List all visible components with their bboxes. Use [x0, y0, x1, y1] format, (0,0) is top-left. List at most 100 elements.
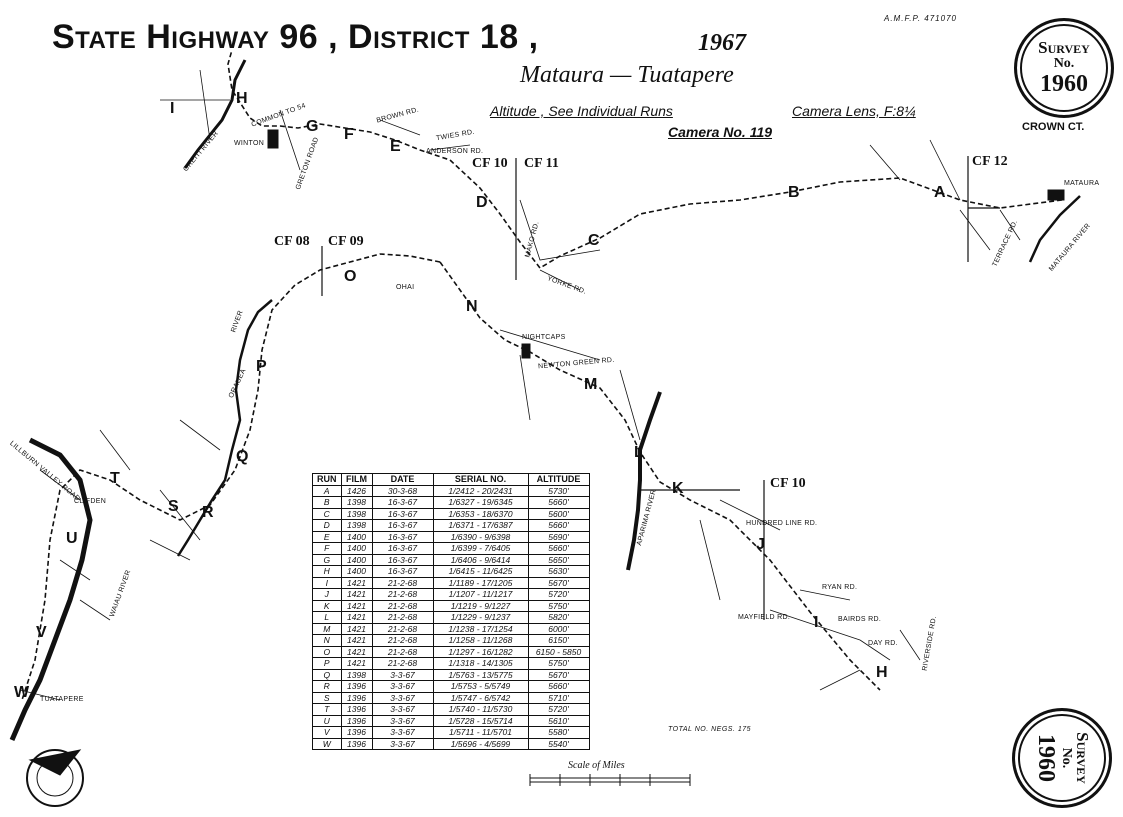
col-altitude: ALTITUDE	[527, 473, 590, 486]
table-cell: 5750'	[527, 657, 590, 670]
page-title: State Highway 96 , District 18 ,	[52, 18, 539, 56]
table-cell: 5630'	[527, 565, 590, 578]
table-cell: 1/1318 - 14/1305	[432, 657, 529, 670]
total-negatives: TOTAL NO. NEGS. 175	[668, 726, 752, 733]
table-cell: 5670'	[527, 576, 590, 589]
table-cell: 5610'	[527, 714, 590, 727]
table-cell: 3-3-67	[371, 737, 434, 750]
table-cell: 3-3-67	[371, 691, 434, 704]
run-label: I	[170, 100, 175, 117]
table-cell: 1421	[340, 588, 373, 601]
run-label: V	[36, 624, 47, 641]
place-label: DAY RD.	[868, 640, 898, 647]
table-cell: 16-3-67	[371, 496, 434, 509]
place-label: WINTON	[234, 140, 265, 147]
table-cell: D	[312, 519, 342, 532]
table-cell: 3-3-67	[371, 668, 434, 681]
cf-label: CF 09	[328, 234, 364, 249]
run-label: F	[344, 126, 354, 143]
table-cell: 1396	[340, 726, 373, 739]
run-table-header: RUN FILM DATE SERIAL NO. ALTITUDE	[312, 473, 590, 486]
table-cell: 1421	[340, 622, 373, 635]
table-cell: 3-3-67	[371, 680, 434, 693]
table-cell: 1421	[340, 634, 373, 647]
table-cell: V	[312, 726, 342, 739]
table-cell: B	[312, 496, 342, 509]
table-cell: 1426	[340, 484, 373, 497]
table-cell: M	[312, 622, 342, 635]
table-cell: C	[312, 507, 342, 520]
run-label: D	[476, 194, 488, 211]
cf-label: CF 10	[770, 476, 806, 491]
table-cell: 1/6327 - 19/6345	[432, 496, 529, 509]
run-label: O	[344, 268, 357, 285]
place-label: MATAURA	[1064, 180, 1100, 187]
table-cell: K	[312, 599, 342, 612]
table-cell: 1/5696 - 4/5699	[432, 737, 529, 750]
run-label: R	[202, 504, 214, 521]
table-cell: 1396	[340, 714, 373, 727]
cf-label: CF 11	[524, 156, 559, 171]
table-cell: 1396	[340, 703, 373, 716]
table-cell: 16-3-67	[371, 553, 434, 566]
route-subtitle: Mataura — Tuatapere	[520, 62, 734, 88]
table-cell: 1421	[340, 645, 373, 658]
table-cell: 1/6415 - 11/6425	[432, 565, 529, 578]
table-cell: 1/1297 - 16/1282	[432, 645, 529, 658]
table-cell: J	[312, 588, 342, 601]
highway-route-south	[21, 253, 441, 701]
crown-copyright: CROWN CT.	[1022, 121, 1085, 133]
winton-town	[267, 129, 279, 149]
table-cell: 16-3-67	[371, 519, 434, 532]
table-cell: 21-2-68	[371, 622, 434, 635]
table-cell: F	[312, 542, 342, 555]
run-label: K	[672, 480, 684, 497]
table-cell: 1/5740 - 11/5730	[432, 703, 529, 716]
table-cell: 1/5747 - 6/5742	[432, 691, 529, 704]
table-cell: O	[312, 645, 342, 658]
reference-number: A.M.F.P. 471070	[884, 14, 957, 23]
table-cell: 1/2412 - 20/2431	[432, 484, 529, 497]
orauea-river	[176, 299, 273, 557]
run-label: T	[110, 470, 120, 487]
col-serial: SERIAL NO.	[432, 473, 529, 486]
table-cell: 1398	[340, 496, 373, 509]
table-cell: 1400	[340, 530, 373, 543]
camera-number-note: Camera No. 119	[668, 124, 773, 140]
col-run: RUN	[312, 473, 342, 486]
table-cell: 1/1189 - 17/1205	[432, 576, 529, 589]
run-label: H	[236, 90, 248, 107]
table-cell: 1421	[340, 599, 373, 612]
table-cell: 5670'	[527, 668, 590, 681]
cf-label: CF 12	[972, 154, 1008, 169]
table-cell: 1/5753 - 5/5749	[432, 680, 529, 693]
waiau-river	[9, 437, 93, 741]
nz-aerial-mapping-logo	[26, 749, 84, 807]
run-label: G	[306, 118, 319, 135]
table-cell: 5660'	[527, 519, 590, 532]
cf-label: CF 10	[472, 156, 508, 171]
table-cell: 1/6353 - 18/6370	[432, 507, 529, 520]
table-cell: 6000'	[527, 622, 590, 635]
cf-label: CF 08	[274, 234, 310, 249]
table-cell: 1398	[340, 668, 373, 681]
table-cell: 5660'	[527, 496, 590, 509]
run-label: U	[66, 530, 78, 547]
table-cell: 1/6406 - 9/6414	[432, 553, 529, 566]
run-label: J	[756, 536, 765, 553]
table-cell: 6150 - 5850	[527, 645, 590, 658]
run-label: Q	[236, 448, 249, 465]
scale-bar	[529, 774, 691, 786]
table-cell: 1400	[340, 553, 373, 566]
table-cell: 5720'	[527, 703, 590, 716]
